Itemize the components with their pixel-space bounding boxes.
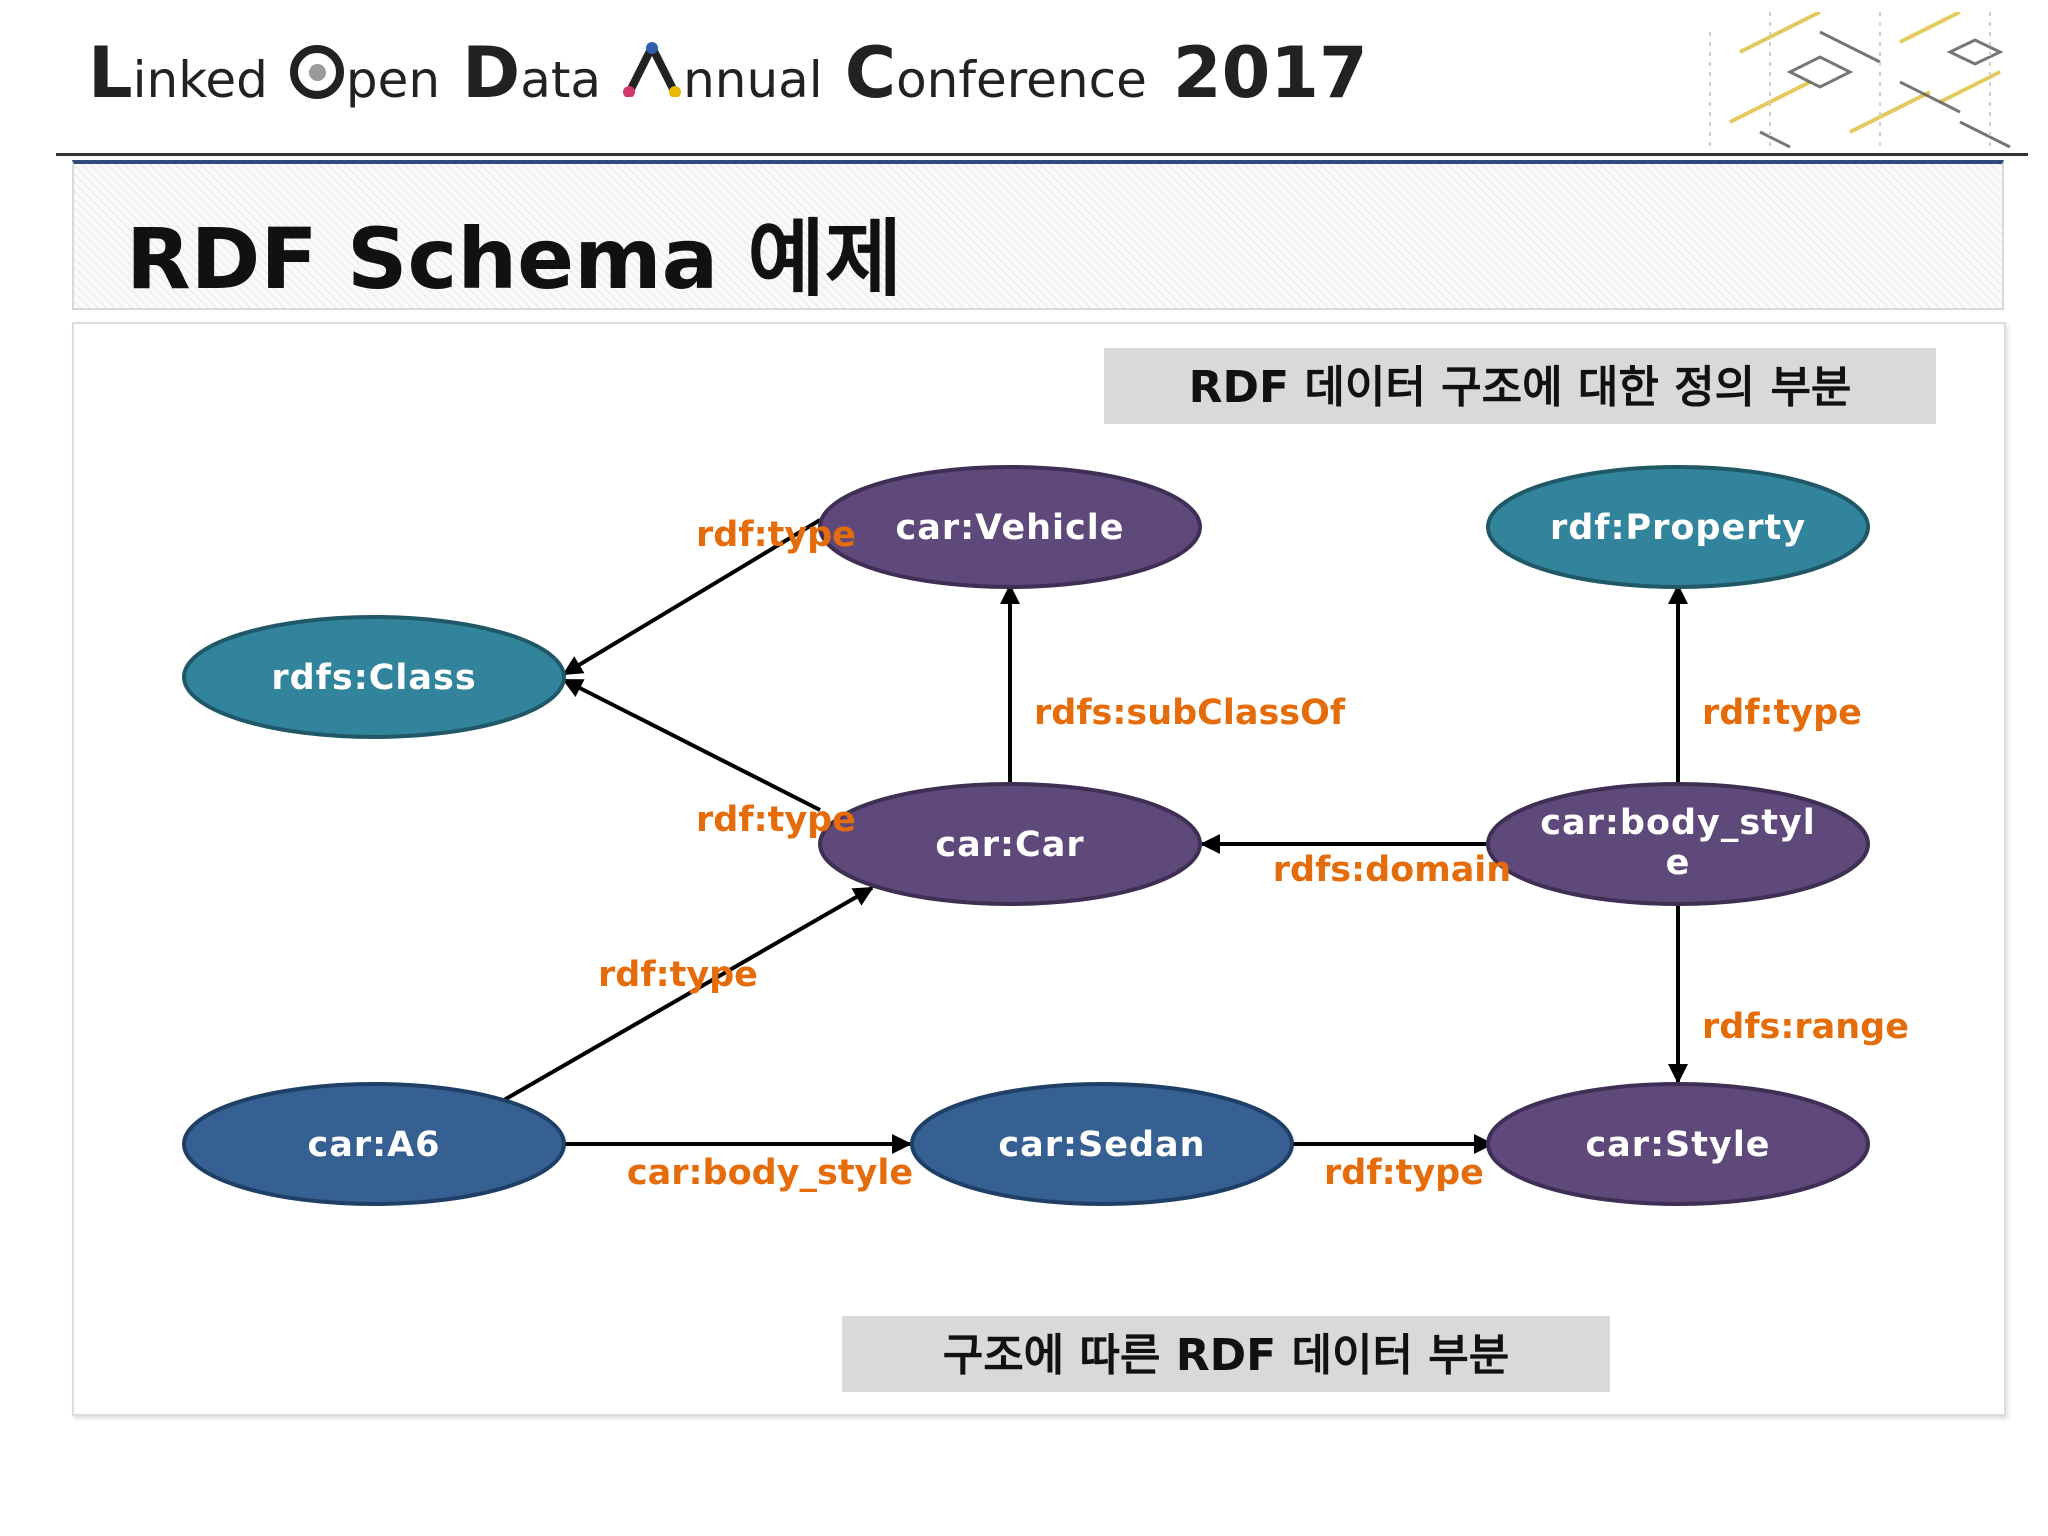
caption-schema-text: RDF 데이터 구조에 대한 정의 부분 (1189, 362, 1852, 413)
conference-year: 2017 (1172, 32, 1368, 114)
conference-word-conference: C onference (845, 38, 1147, 108)
edge-label-subclass: rdfs:subClassOf (1034, 693, 1346, 733)
caption-instance-text: 구조에 따른 RDF 데이터 부분 (943, 1330, 1510, 1381)
conference-word-linked: L inked (88, 38, 268, 108)
edge-label-body-style: car:body_style (627, 1153, 913, 1193)
node-car-a6: car:A6 (182, 1082, 566, 1206)
header-divider (56, 153, 2028, 156)
conference-initial: D (462, 32, 521, 114)
open-logo-o-icon (289, 45, 344, 99)
edge-label-domain: rdfs:domain (1273, 850, 1511, 890)
node-label: car:Sedan (998, 1125, 1205, 1165)
conference-header: L inked pen D ata nnual C onference 2017 (88, 38, 1368, 128)
conference-word-text: onference (896, 51, 1147, 109)
title-banner: RDF Schema 예제 (72, 160, 2004, 310)
node-car-car: car:Car (818, 782, 1202, 906)
node-label: rdf:Property (1550, 508, 1806, 548)
conference-word-text: nnual (683, 51, 823, 109)
edge-label-property-type: rdf:type (1702, 693, 1862, 733)
conference-initial: L (88, 32, 133, 114)
edge-vehicle-to-class (562, 518, 822, 676)
header-decoration-pattern (1709, 12, 2011, 152)
edge-label-car-type: rdf:type (696, 800, 856, 840)
edge-a6-to-car (503, 886, 874, 1102)
edge-label-vehicle-type: rdf:type (696, 515, 856, 555)
edge-label-a6-type: rdf:type (598, 955, 758, 995)
edge-car-to-class (562, 678, 821, 812)
conference-word-open: pen (289, 43, 441, 109)
annual-logo-a-icon (623, 42, 682, 97)
conference-word-text: ata (520, 51, 602, 109)
edge-label-range: rdfs:range (1702, 1007, 1909, 1047)
node-car-style: car:Style (1486, 1082, 1870, 1206)
node-car-sedan: car:Sedan (910, 1082, 1294, 1206)
node-label: e (1666, 843, 1691, 883)
caption-schema-definition: RDF 데이터 구조에 대한 정의 부분 (1104, 348, 1936, 424)
edge-label-sedan-type: rdf:type (1324, 1153, 1484, 1193)
conference-word-annual: nnual (623, 39, 823, 105)
node-label: car:A6 (307, 1125, 440, 1165)
conference-word-text: inked (132, 51, 268, 109)
node-car-vehicle: car:Vehicle (818, 465, 1202, 589)
node-label: car:Vehicle (896, 508, 1125, 548)
node-rdf-property: rdf:Property (1486, 465, 1870, 589)
node-label: car:body_styl (1540, 803, 1815, 843)
conference-initial: C (844, 32, 897, 114)
node-label: rdfs:Class (271, 658, 476, 698)
node-car-body-style: car:body_styl e (1486, 782, 1870, 906)
caption-instance-data: 구조에 따른 RDF 데이터 부분 (842, 1316, 1610, 1392)
node-rdfs-class: rdfs:Class (182, 615, 566, 739)
conference-word-data: D ata (462, 38, 601, 108)
conference-word-text: pen (345, 51, 441, 109)
node-label: car:Car (935, 825, 1084, 865)
node-label: car:Style (1585, 1125, 1770, 1165)
slide-title: RDF Schema 예제 (126, 210, 903, 308)
diagram-panel: RDF 데이터 구조에 대한 정의 부분 구조에 따른 RDF 데이터 부분 (72, 322, 2006, 1416)
rdf-schema-diagram: RDF 데이터 구조에 대한 정의 부분 구조에 따른 RDF 데이터 부분 (182, 348, 1936, 1392)
